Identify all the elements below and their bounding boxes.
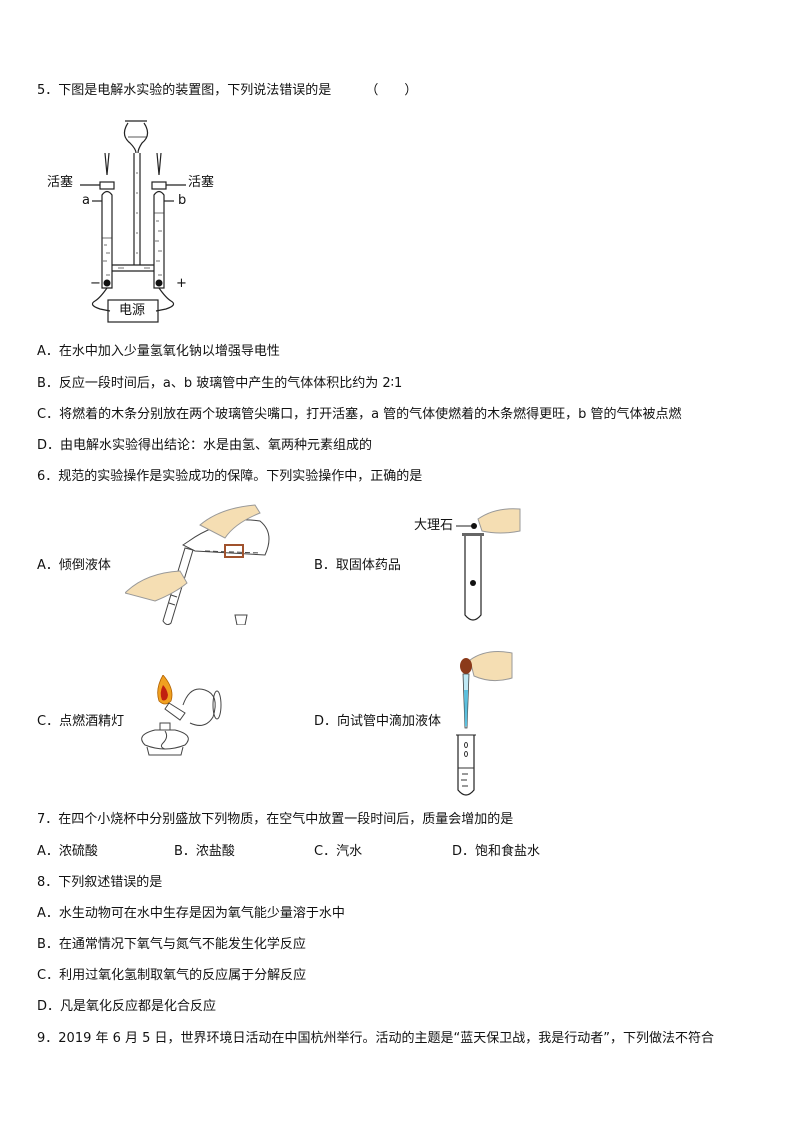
q7-option-a: A．浓硫酸 bbox=[37, 844, 98, 859]
alcohol-lamp-drawing bbox=[141, 675, 222, 756]
power-source-label: 电源 bbox=[119, 303, 146, 318]
pouring-liquid-drawing bbox=[125, 504, 270, 625]
q6-option-a-label: A．倾倒液体 bbox=[37, 558, 111, 573]
q5-option-b: B．反应一段时间后，a、b 玻璃管中产生的气体体积比约为 2∶1 bbox=[37, 376, 403, 391]
solid-reagent-drawing bbox=[456, 508, 521, 621]
question-7-stem: 7．在四个小烧杯中分别盛放下列物质，在空气中放置一段时间后，质量会增加的是 bbox=[37, 812, 514, 827]
question-6-stem: 6．规范的实验操作是实验成功的保障。下列实验操作中，正确的是 bbox=[37, 469, 423, 484]
q7-option-b: B．浓盐酸 bbox=[174, 844, 235, 859]
lighting-alcohol-lamp-figure bbox=[135, 675, 225, 760]
answer-paren: （ ） bbox=[365, 83, 418, 98]
electrode-minus-label: − bbox=[90, 276, 101, 291]
pouring-liquid-figure bbox=[125, 503, 275, 625]
stopcock-label-left: 活塞 bbox=[47, 175, 74, 190]
stopcock-label-right: 活塞 bbox=[188, 175, 215, 190]
q6-option-b-label: B．取固体药品 bbox=[314, 558, 401, 573]
dropping-liquid-figure bbox=[452, 650, 527, 802]
tube-label-b: b bbox=[178, 193, 187, 208]
electrolysis-apparatus-figure: 活塞 活塞 a b − + 电源 bbox=[40, 113, 240, 328]
q8-option-b: B．在通常情况下氧气与氮气不能发生化学反应 bbox=[37, 937, 306, 952]
dropper-drawing bbox=[456, 651, 513, 796]
q7-option-d: D．饱和食盐水 bbox=[452, 844, 541, 859]
solid-reagent-figure: 大理石 bbox=[410, 505, 525, 625]
electrolysis-apparatus-drawing bbox=[80, 120, 186, 323]
question-9-stem: 9．2019 年 6 月 5 日，世界环境日活动在中国杭州举行。活动的主题是“蓝… bbox=[37, 1031, 715, 1046]
electrode-plus-label: + bbox=[176, 276, 187, 291]
question-5-stem: 5．下图是电解水实验的装置图，下列说法错误的是 （ ） bbox=[37, 82, 417, 100]
q7-options-row: A．浓硫酸 B．浓盐酸 C．汽水 D．饱和食盐水 bbox=[37, 843, 597, 861]
question-8-stem: 8．下列叙述错误的是 bbox=[37, 875, 163, 890]
q8-option-c: C．利用过氧化氢制取氧气的反应属于分解反应 bbox=[37, 968, 307, 983]
q5-option-d: D．由电解水实验得出结论：水是由氢、氧两种元素组成的 bbox=[37, 438, 373, 453]
tube-label-a: a bbox=[82, 193, 90, 208]
q6-option-c-label: C．点燃酒精灯 bbox=[37, 714, 125, 729]
q8-option-a: A．水生动物可在水中生存是因为氧气能少量溶于水中 bbox=[37, 906, 345, 921]
q5-option-c: C．将燃着的木条分别放在两个玻璃管尖嘴口，打开活塞，a 管的气体使燃着的木条燃得… bbox=[37, 407, 682, 422]
question-5-text: 5．下图是电解水实验的装置图，下列说法错误的是 bbox=[37, 83, 332, 98]
q5-option-a: A．在水中加入少量氢氧化钠以增强导电性 bbox=[37, 344, 280, 359]
q6-option-d-label: D．向试管中滴加液体 bbox=[314, 714, 442, 729]
marble-label: 大理石 bbox=[414, 518, 454, 533]
q7-option-c: C．汽水 bbox=[314, 844, 363, 859]
q8-option-d: D．凡是氧化反应都是化合反应 bbox=[37, 999, 217, 1014]
